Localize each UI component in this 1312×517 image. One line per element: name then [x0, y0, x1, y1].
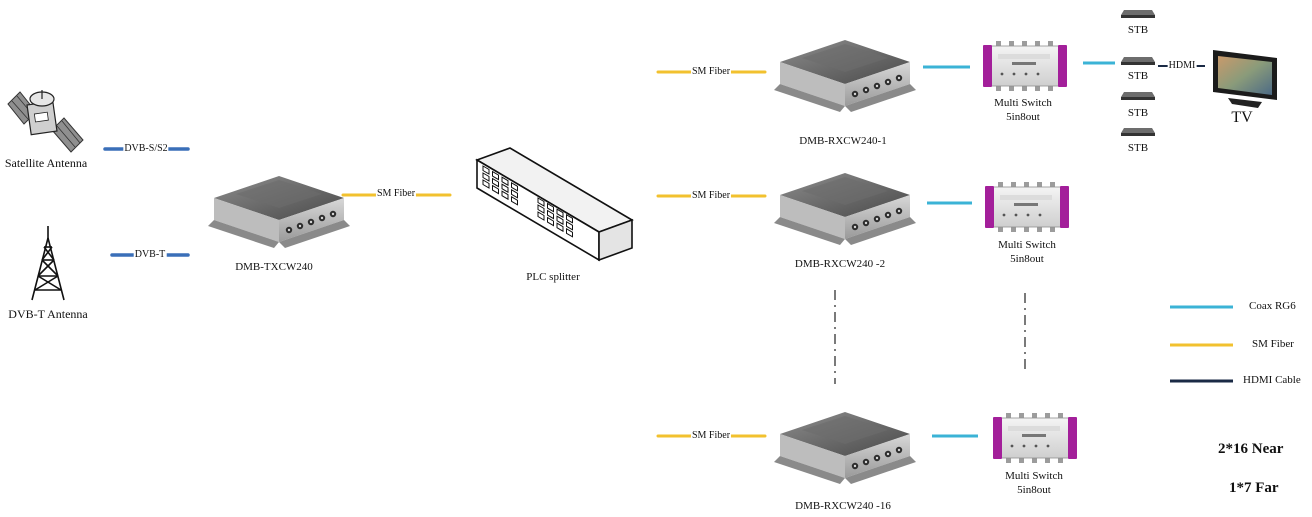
multiswitch-2 — [984, 181, 1070, 233]
splitter-label: PLC splitter — [526, 271, 580, 283]
plc-splitter-device — [475, 147, 634, 262]
transmitter-label: DMB-TXCW240 — [235, 261, 313, 273]
far-note: 1*7 Far — [1229, 480, 1279, 496]
stb-2-label: STB — [1127, 70, 1149, 82]
rx2-fiber-label: SM Fiber — [690, 190, 732, 201]
multiswitch-2-title: Multi Switch — [998, 239, 1056, 251]
multiswitch-1-label: Multi Switch 5in8out — [994, 97, 1052, 125]
multiswitch-16-title: Multi Switch — [1005, 470, 1063, 482]
tv-label: TV — [1231, 109, 1253, 126]
stb-1-label: STB — [1127, 24, 1149, 36]
multiswitch-16-ports: 5in8out — [1017, 483, 1051, 496]
receiver-16-device — [774, 412, 916, 484]
receiver-1-label: DMB-RXCW240-1 — [799, 135, 887, 147]
tx-fiber-label: SM Fiber — [375, 188, 417, 199]
dvb-t-link-label: DVB-T — [133, 249, 167, 260]
satellite-label: Satellite Antenna — [4, 156, 88, 170]
multiswitch-2-ports: 5in8out — [1010, 252, 1044, 265]
stb-3-icon — [1121, 92, 1155, 100]
receiver-2-device — [774, 173, 916, 245]
legend-fiber-label: SM Fiber — [1252, 338, 1294, 350]
multiswitch-16 — [992, 412, 1078, 464]
satellite-icon — [7, 90, 84, 153]
rx1-fiber-label: SM Fiber — [690, 66, 732, 77]
multiswitch-2-label: Multi Switch 5in8out — [998, 239, 1056, 267]
dvb-s-link-label: DVB-S/S2 — [123, 143, 169, 154]
stb-4-icon — [1121, 128, 1155, 136]
antenna-tower-icon — [31, 226, 65, 301]
receiver-1-device — [774, 40, 916, 112]
stb-2-icon — [1121, 57, 1155, 65]
receiver-2-label: DMB-RXCW240 -2 — [794, 258, 886, 270]
legend-coax-label: Coax RG6 — [1249, 300, 1296, 312]
multiswitch-1 — [982, 40, 1068, 92]
legend-hdmi-label: HDMI Cable — [1243, 374, 1301, 386]
rx16-fiber-label: SM Fiber — [690, 430, 732, 441]
multiswitch-1-ports: 5in8out — [1006, 110, 1040, 123]
transmitter-device — [208, 176, 350, 248]
stb-4-label: STB — [1127, 142, 1149, 154]
dvb-t-antenna-label: DVB-T Antenna — [8, 307, 88, 321]
multiswitch-1-title: Multi Switch — [994, 97, 1052, 109]
near-note: 2*16 Near — [1218, 441, 1284, 457]
receiver-16-label: DMB-RXCW240 -16 — [795, 500, 891, 512]
hdmi-label: HDMI — [1167, 60, 1197, 71]
stb-1-icon — [1121, 10, 1155, 18]
stb-3-label: STB — [1127, 107, 1149, 119]
tv-icon — [1213, 50, 1277, 108]
multiswitch-16-label: Multi Switch 5in8out — [1005, 470, 1063, 498]
